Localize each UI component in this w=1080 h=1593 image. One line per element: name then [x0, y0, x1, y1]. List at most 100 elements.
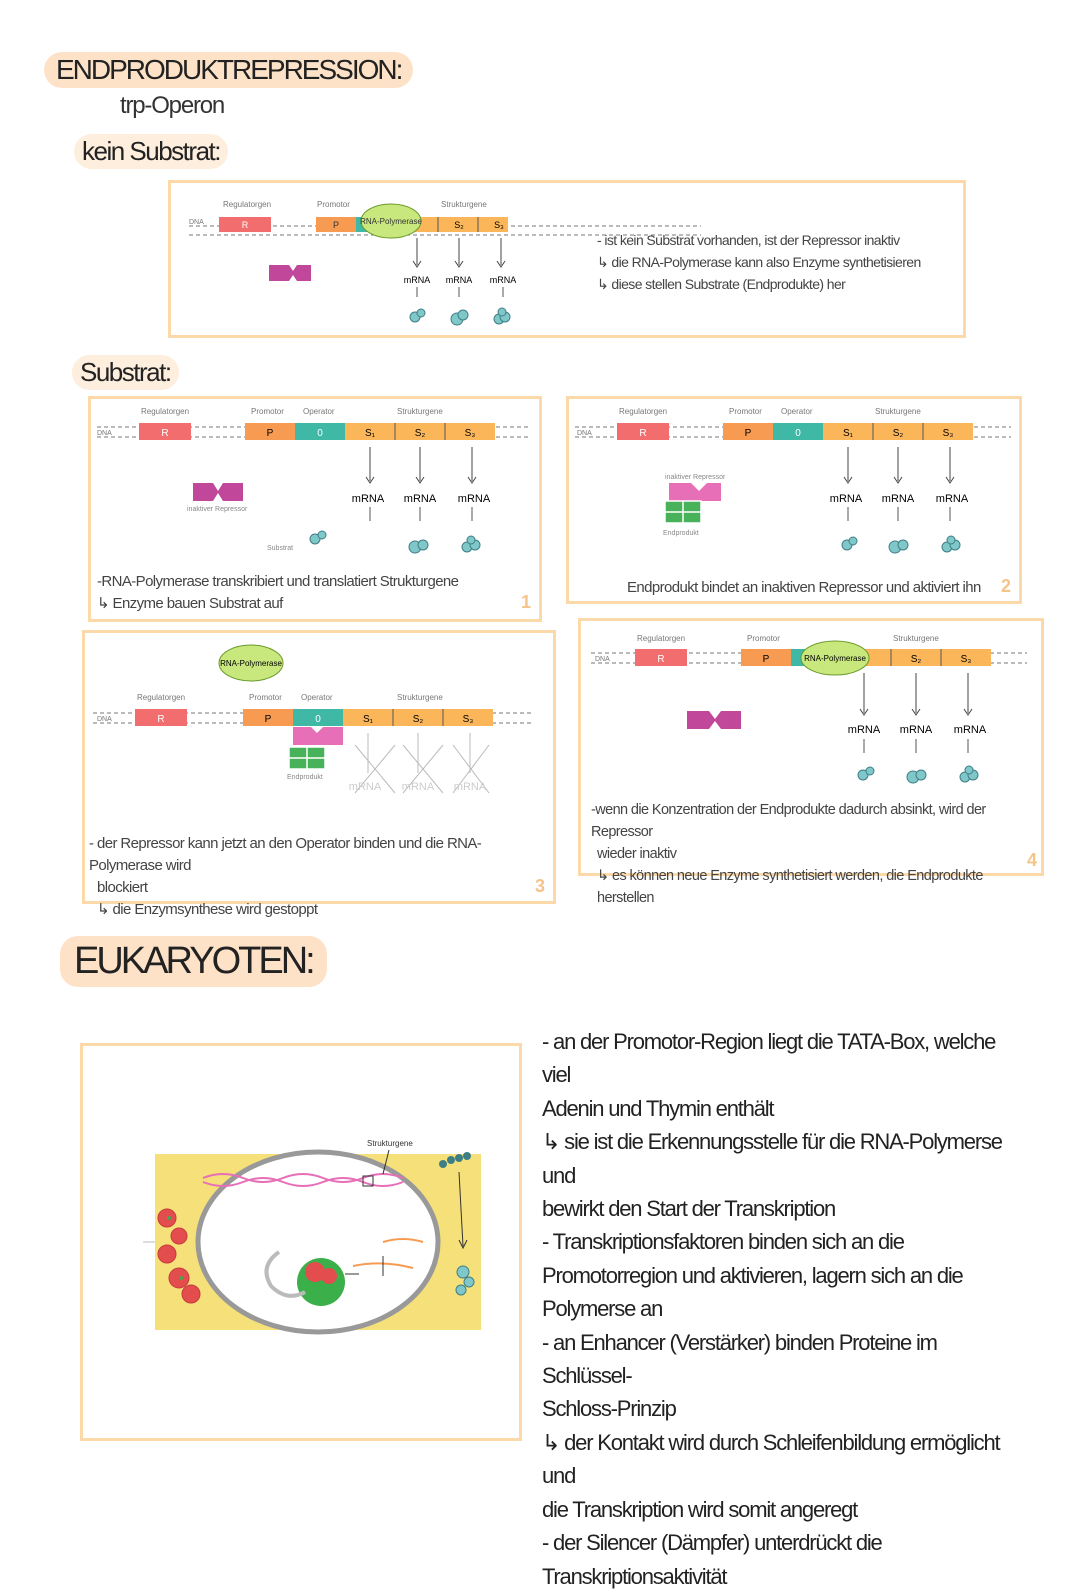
- mrna-label: mRNA: [490, 275, 517, 285]
- mrna-label: mRNA: [936, 493, 969, 505]
- dna-loop: [264, 1250, 306, 1298]
- eukaryote-text-line: ↳ der Kontakt wird durch Schleifenbildun…: [542, 1429, 1001, 1489]
- operon-diagram-no-substrate: DNA Regulatorgen Promotor Strukturgene R…: [189, 200, 701, 326]
- mrna-label: mRNA: [404, 275, 431, 285]
- panel-1: DNA Regulatorgen Promotor Operator Struk…: [88, 396, 542, 622]
- panel-2: DNA Regulatorgen Promotor Operator Struk…: [566, 396, 1022, 604]
- mrna-label: mRNA: [352, 493, 385, 505]
- regulatorgen-label: Regulatorgen: [223, 200, 271, 209]
- operator-label: Operator: [781, 407, 813, 416]
- top-note-line: ↳ diese stellen Substrate (Endprodukte) …: [597, 276, 846, 292]
- enzyme-icons: [841, 535, 961, 554]
- r-text: R: [161, 428, 168, 439]
- tata-box: [362, 1175, 374, 1187]
- enzyme-icons: [857, 765, 979, 784]
- promotor-label: Promotor: [729, 407, 762, 416]
- panel-no-substrate: DNA Regulatorgen Promotor Strukturgene R…: [168, 180, 966, 338]
- r-text: R: [639, 428, 646, 439]
- strukturgene-label: Strukturgene: [441, 200, 487, 209]
- o-text: 0: [317, 428, 323, 439]
- s3-text: S₃: [943, 428, 954, 439]
- strukturgene-label: Strukturgene: [893, 634, 939, 643]
- s2-text: S₂: [415, 428, 426, 439]
- s3-text: S₃: [961, 654, 972, 665]
- repressor-shape: [293, 727, 343, 745]
- substrate-heading: Substrat:: [72, 355, 179, 390]
- p3-note-line: ↳ die Enzymsynthese wird gestoppt: [97, 901, 318, 918]
- mrna-label: mRNA: [830, 493, 863, 505]
- panel-number: 2: [1000, 576, 1011, 596]
- operator-label: Operator: [303, 407, 335, 416]
- repressor-shape: [269, 265, 311, 281]
- dna-label: DNA: [189, 219, 204, 226]
- p4-note-line: -wenn die Konzentration der Endprodukte …: [591, 802, 986, 840]
- regulatorgen-label: Regulatorgen: [619, 407, 667, 416]
- panel-number: 3: [534, 876, 545, 896]
- regulator-gene-block: [219, 217, 271, 232]
- panel-3: RNA-Polymerase DNA Regulatorgen Promotor…: [82, 630, 556, 918]
- eukaryote-text-line: Transkriptionsaktivität: [542, 1563, 728, 1589]
- eukaryote-text-line: bewirkt den Start der Transkription: [542, 1196, 836, 1222]
- promotor-label: Promotor: [249, 693, 282, 702]
- top-note: - ist kein Substrat vorhanden, ist der R…: [597, 229, 921, 295]
- eukaryote-text-line: Polymerse an: [542, 1296, 663, 1322]
- r-text: R: [157, 714, 164, 725]
- repressor-shape: [193, 483, 243, 501]
- s2-text: S₂: [413, 714, 424, 725]
- mrna-label: mRNA: [349, 781, 382, 793]
- s1-text: S₁: [363, 714, 374, 725]
- mrna-label: mRNA: [404, 493, 437, 505]
- p2-note: Endprodukt bindet an inaktiven Repressor…: [627, 579, 981, 596]
- s3-text: S₃: [494, 220, 504, 230]
- endprodukt-label: Endprodukt: [663, 530, 699, 537]
- eukaryotes-heading: EUKARYOTEN:: [60, 936, 327, 987]
- dna-label: DNA: [577, 430, 592, 437]
- inactive-repressor-label: inaktiver Repressor: [665, 474, 726, 481]
- promotor-label: Promotor: [251, 407, 284, 416]
- rna-polymerase-text: RNA-Polymerase: [360, 217, 422, 226]
- eukaryote-text-line: - an der Promotor-Region liegt die TATA-…: [542, 1029, 996, 1088]
- p-text: P: [265, 714, 272, 725]
- eukaryote-text-line: ↳ sie ist die Erkennungsstelle für die R…: [542, 1129, 1003, 1188]
- mrna-label: mRNA: [848, 724, 881, 736]
- p1-note-line: ↳ Enzyme bauen Substrat auf: [97, 595, 283, 612]
- mrna-label: mRNA: [454, 781, 487, 793]
- no-substrate-heading: kein Substrat:: [74, 134, 228, 169]
- dna-strand: [202, 1173, 404, 1183]
- eukaryote-text-line: - der Silencer (Dämpfer) unterdrückt die: [542, 1530, 883, 1556]
- s3-text: S₃: [465, 428, 476, 439]
- dna-label: DNA: [97, 430, 112, 437]
- enzyme-icons: [309, 530, 481, 554]
- operator-label: Operator: [301, 693, 333, 702]
- eukaryote-text: - an der Promotor-Region liegt die TATA-…: [542, 1025, 1012, 1593]
- p-text: P: [763, 654, 770, 665]
- mrna-label: mRNA: [882, 493, 915, 505]
- substrat-label: Substrat: [267, 545, 293, 552]
- s1-text: S₁: [365, 428, 376, 439]
- s1-text: S₁: [843, 428, 854, 439]
- eukaryote-text-line: - Transkriptionsfaktoren binden sich an …: [542, 1229, 905, 1255]
- r-text: R: [242, 220, 249, 230]
- p4-note: -wenn die Konzentration der Endprodukte …: [591, 799, 1041, 909]
- repressor-shape: [687, 711, 741, 729]
- p3-note-line: blockiert: [97, 879, 148, 896]
- s3-text: S₃: [463, 714, 474, 725]
- operon-label: trp-Operon: [120, 92, 225, 119]
- panel-number: 1: [520, 592, 531, 612]
- p3-note: - der Repressor kann jetzt an den Operat…: [89, 833, 553, 921]
- mrna-label: mRNA: [954, 724, 987, 736]
- p4-note-line: ↳ es können neue Enzyme synthetisiert we…: [597, 868, 983, 906]
- regulatorgen-label: Regulatorgen: [141, 407, 189, 416]
- strukturgene-label: Strukturgene: [397, 693, 443, 702]
- promotor-label: Promotor: [317, 200, 350, 209]
- operon-diagram-1: DNA Regulatorgen Promotor Operator Struk…: [97, 407, 531, 554]
- cell-nucleus: [195, 1149, 441, 1335]
- regulatorgen-label: Regulatorgen: [137, 693, 185, 702]
- rna-polymerase: [218, 644, 284, 682]
- eukaryote-text-line: - an Enhancer (Verstärker) binden Protei…: [542, 1329, 938, 1389]
- top-note-line: - ist kein Substrat vorhanden, ist der R…: [597, 232, 900, 248]
- p4-note-line: wieder inaktiv: [597, 846, 677, 862]
- main-heading: ENDPRODUKTREPRESSION:: [44, 52, 414, 88]
- operon-diagram-4: DNA Regulatorgen Promotor Strukturgene R…: [591, 634, 1027, 784]
- r-text: R: [657, 654, 664, 665]
